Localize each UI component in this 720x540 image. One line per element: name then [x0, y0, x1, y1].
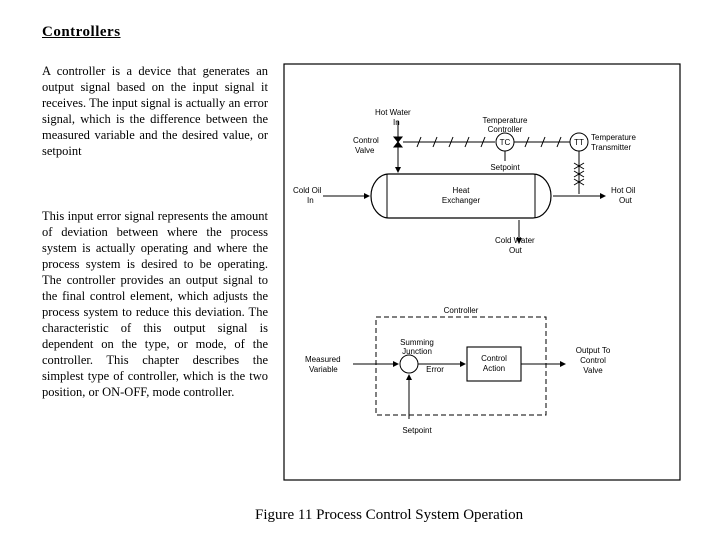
control-valve-icon — [392, 136, 404, 148]
label-cold-oil-1: Cold Oil — [293, 186, 322, 195]
heat-exchanger — [370, 173, 552, 219]
label-hot-water-1: Hot Water — [375, 108, 411, 117]
label-output-2: Control — [580, 356, 606, 365]
figure-caption: Figure 11 Process Control System Operati… — [255, 507, 524, 523]
label-heat-exchanger-1: Heat — [453, 186, 471, 195]
summing-junction-icon — [399, 354, 419, 374]
label-hot-water-2: In — [393, 118, 400, 127]
label-tc: TC — [500, 138, 511, 147]
label-setpoint-bottom: Setpoint — [402, 426, 432, 435]
label-output-1: Output To — [576, 346, 611, 355]
label-cold-water-2: Out — [509, 246, 523, 255]
page-heading: Controllers — [42, 24, 121, 40]
label-control-action-2: Action — [483, 364, 505, 373]
label-measured-1: Measured — [305, 355, 341, 364]
label-tt: TT — [574, 138, 584, 147]
label-output-3: Valve — [583, 366, 603, 375]
paragraph-2: This input error signal represents the a… — [42, 209, 268, 399]
label-temp-transmitter-2: Transmitter — [591, 143, 631, 152]
label-control-valve-1: Control — [353, 136, 379, 145]
label-cold-oil-2: In — [307, 196, 314, 205]
signal-ticks-left — [416, 136, 486, 148]
signal-ticks-right — [524, 136, 562, 148]
process-control-diagram: Heat Exchanger Cold Oil In Hot Oil Out H… — [283, 63, 681, 481]
label-cold-water-1: Cold Water — [495, 236, 535, 245]
label-temp-controller-2: Controller — [488, 125, 523, 134]
label-error: Error — [426, 365, 444, 374]
capillary-marks — [573, 162, 585, 186]
figure-frame — [283, 63, 681, 481]
label-summing-1: Summing — [400, 338, 434, 347]
label-temp-transmitter-1: Temperature — [591, 133, 636, 142]
label-control-action-1: Control — [481, 354, 507, 363]
label-measured-2: Variable — [309, 365, 338, 374]
label-summing-2: Junction — [402, 347, 432, 356]
paragraph-1: A controller is a device that generates … — [42, 64, 268, 158]
label-controller-box: Controller — [444, 306, 479, 315]
label-hot-oil-2: Out — [619, 196, 633, 205]
label-hot-oil-1: Hot Oil — [611, 186, 636, 195]
label-setpoint-top: Setpoint — [490, 163, 520, 172]
controller-box — [375, 316, 547, 416]
label-heat-exchanger-2: Exchanger — [442, 196, 481, 205]
label-control-valve-2: Valve — [355, 146, 375, 155]
label-temp-controller-1: Temperature — [483, 116, 528, 125]
